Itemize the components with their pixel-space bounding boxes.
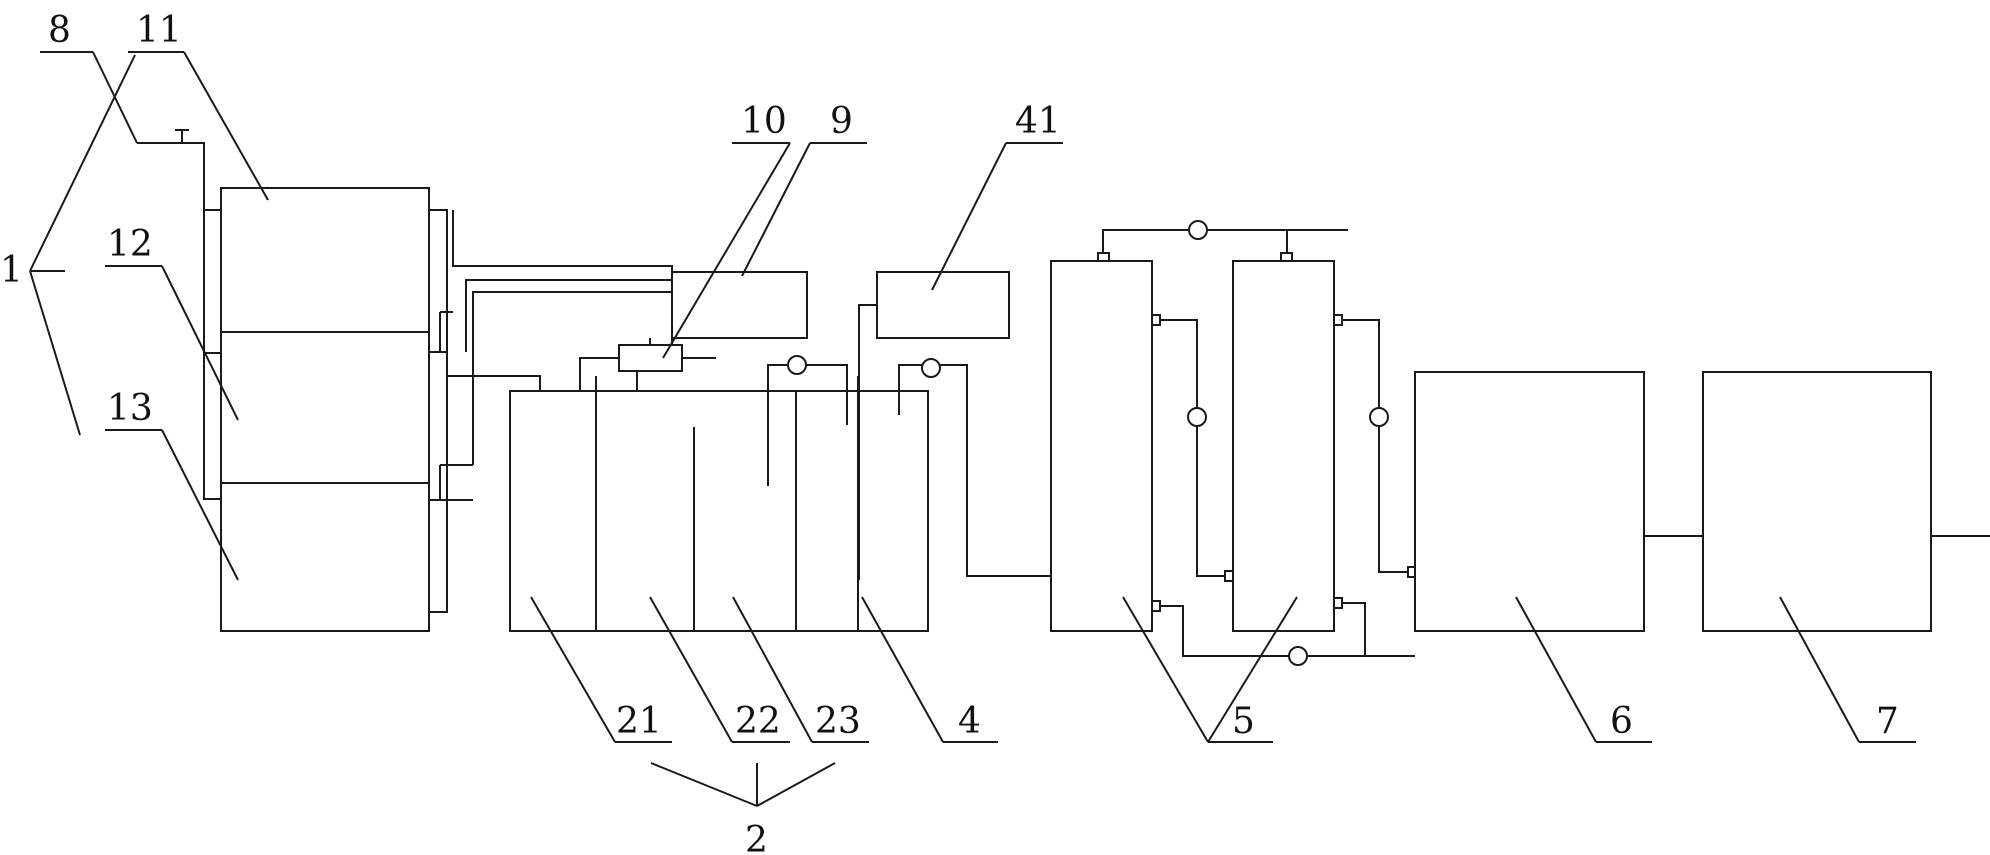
label-9: 9 — [830, 101, 853, 142]
pump-valve-icon — [787, 355, 807, 375]
tank-4-outlet-pipe — [898, 358, 1051, 577]
label-41: 41 — [1015, 101, 1061, 142]
label-21: 21 — [616, 701, 662, 742]
recirculation-pump-23 — [767, 355, 848, 486]
label-8: 8 — [48, 10, 71, 51]
label-1: 1 — [0, 250, 23, 291]
label-6: 6 — [1610, 701, 1633, 742]
tank-11 — [220, 187, 430, 632]
box-9 — [671, 271, 808, 339]
feed-pipe-8 — [137, 129, 221, 500]
reference-numerals: 8 11 1 12 13 10 9 41 21 22 23 4 5 6 7 2 — [0, 10, 1899, 855]
leader-lines — [29, 51, 1916, 807]
unit-5-filters — [1050, 220, 1417, 666]
valve-icon — [1187, 407, 1207, 427]
label-22: 22 — [735, 701, 781, 742]
tank-group-2 — [509, 376, 929, 632]
valve-icon — [1369, 407, 1389, 427]
label-10: 10 — [741, 101, 787, 142]
unit-1-stacked-tanks — [220, 187, 430, 632]
unit-7-box — [1702, 371, 1932, 632]
label-4: 4 — [958, 701, 981, 742]
label-5: 5 — [1232, 701, 1255, 742]
label-13: 13 — [107, 388, 153, 429]
box-41-group — [858, 271, 1010, 580]
label-23: 23 — [815, 701, 861, 742]
label-7: 7 — [1876, 701, 1899, 742]
filter-column-b — [1232, 260, 1335, 632]
valve-icon — [1188, 220, 1208, 240]
valve-icon — [1288, 646, 1308, 666]
pump-valve-icon — [921, 358, 941, 378]
filter-column-a — [1050, 260, 1153, 632]
label-2: 2 — [745, 820, 768, 855]
unit-6-7 — [1414, 371, 1990, 632]
unit-1-outlet-pipes — [429, 209, 673, 613]
box-41 — [876, 271, 1010, 339]
unit-6-box — [1414, 371, 1645, 632]
label-12: 12 — [107, 224, 153, 265]
label-11: 11 — [136, 10, 182, 51]
